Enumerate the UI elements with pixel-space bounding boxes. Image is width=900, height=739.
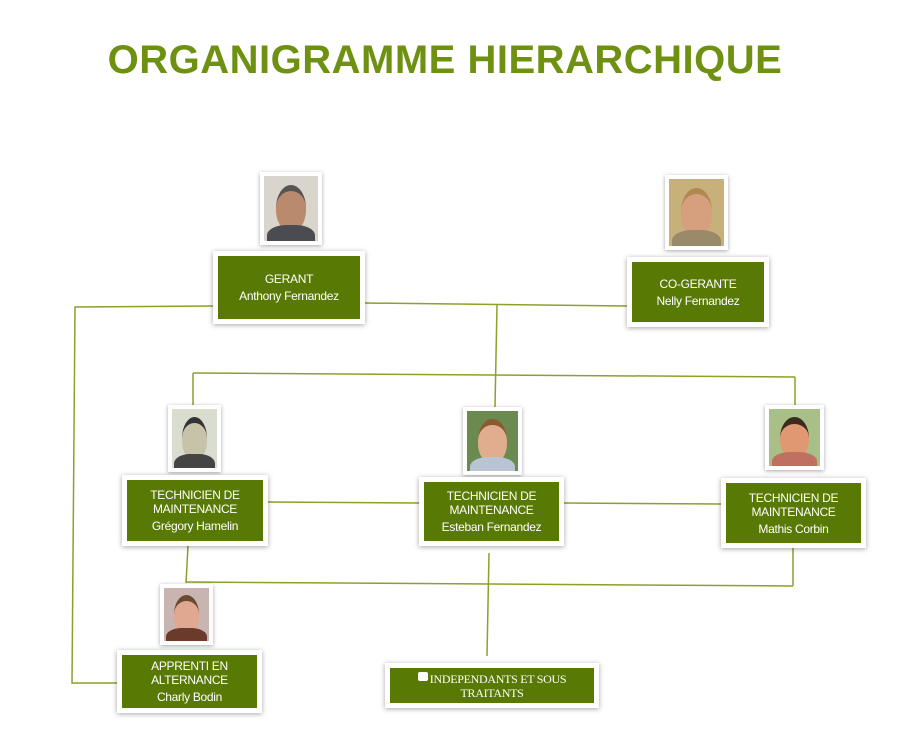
line-gerant-cogerante bbox=[364, 302, 628, 307]
photo-gerant bbox=[260, 172, 322, 245]
line-tech2-tech3 bbox=[563, 502, 722, 505]
node-cogerante: CO-GERANTE Nelly Fernandez bbox=[627, 257, 769, 327]
role-label: TECHNICIEN DE MAINTENANCE bbox=[150, 488, 240, 516]
node-gerant: GERANT Anthony Fernandez bbox=[213, 251, 365, 324]
person-name: Nelly Fernandez bbox=[656, 293, 740, 308]
line-bottom-bus bbox=[185, 581, 794, 587]
person-name: Grégory Hamelin bbox=[151, 519, 239, 533]
line-managers-techs bbox=[494, 304, 498, 408]
person-name: Esteban Fernandez bbox=[441, 520, 542, 534]
role-label: APPRENTI EN ALTERNANCE bbox=[151, 659, 228, 687]
photo-cogerante bbox=[665, 175, 728, 250]
role-label: CO-GERANTE bbox=[659, 276, 737, 291]
photo-tech2 bbox=[463, 407, 522, 475]
node-independants: INDEPENDANTS ET SOUS TRAITANTS bbox=[385, 663, 599, 708]
node-tech3: TECHNICIEN DE MAINTENANCE Mathis Corbin bbox=[721, 478, 866, 548]
role-label: TECHNICIEN DE MAINTENANCE bbox=[446, 489, 537, 517]
line-tech1-tech2 bbox=[267, 501, 420, 504]
checkbox-icon bbox=[417, 671, 428, 681]
photo-tech1 bbox=[168, 405, 221, 472]
role-label: TECHNICIEN DE MAINTENANCE bbox=[748, 490, 839, 519]
photo-tech3 bbox=[765, 405, 824, 470]
node-apprenti: APPRENTI EN ALTERNANCE Charly Bodin bbox=[117, 650, 262, 713]
line-tech-bus bbox=[192, 372, 796, 378]
node-tech2: TECHNICIEN DE MAINTENANCE Esteban Fernand… bbox=[419, 477, 564, 546]
line-tech1-down bbox=[185, 545, 189, 584]
photo-apprenti bbox=[160, 584, 213, 645]
line-tech2-independants bbox=[486, 552, 490, 657]
person-name: Anthony Fernandez bbox=[239, 289, 339, 303]
role-label: GERANT bbox=[264, 272, 314, 286]
line-gerant-apprenti bbox=[71, 305, 214, 684]
person-name: Mathis Corbin bbox=[758, 521, 829, 536]
person-name: Charly Bodin bbox=[156, 690, 223, 704]
role-label: INDEPENDANTS ET SOUS TRAITANTS bbox=[429, 671, 567, 700]
page-title: ORGANIGRAMME HIERARCHIQUE bbox=[107, 38, 783, 82]
node-tech1: TECHNICIEN DE MAINTENANCE Grégory Hamelin bbox=[122, 475, 268, 546]
